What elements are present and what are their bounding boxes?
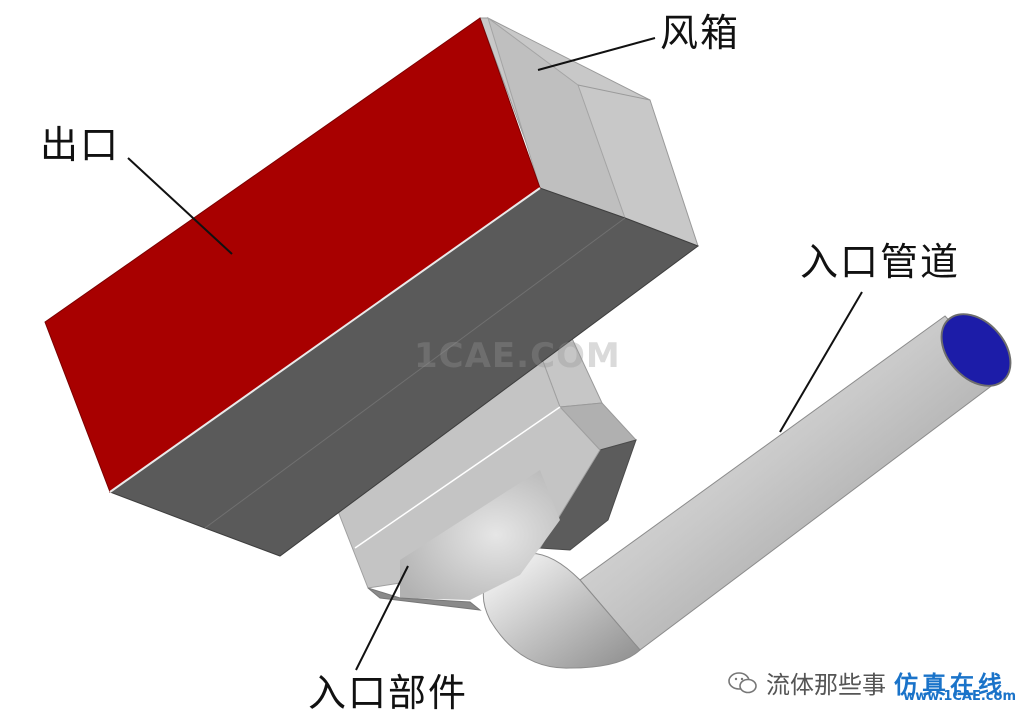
outlet-dark-edge [204,217,626,529]
outlet-face-edge [109,187,541,493]
watermark-text: 1CAE.COM [414,336,621,376]
leader-inlet-part [355,565,409,671]
footer-account: 流体那些事 [766,671,886,699]
inlet-part [317,299,637,611]
footer-site-url: www.1CAE.com [903,689,1016,704]
label-windbox: 风箱 [660,11,741,55]
leader-outlet [127,157,233,255]
windbox-outlet-box [44,16,700,557]
footer-brand: 流体那些事 仿真在线 [728,665,1006,700]
inlet-pipe-body [579,315,1003,651]
leader-windbox [537,37,656,71]
leader-inlet-pipe [779,291,863,433]
inlet-part-hopper [400,470,560,600]
label-outlet: 出口 [40,123,121,167]
inlet-part-edge [354,406,561,549]
inlet-pipe [482,313,1012,669]
inlet-part-bottom [367,587,482,611]
leader-lines [127,37,863,671]
label-inlet-part: 入口部件 [308,671,469,715]
footer-site-tag: 仿真在线 [894,671,1006,699]
windbox-divider [577,84,651,101]
inlet-pipe-opening [940,313,1012,387]
label-inlet-pipe: 入口管道 [800,240,961,284]
wechat-icon [728,671,757,693]
